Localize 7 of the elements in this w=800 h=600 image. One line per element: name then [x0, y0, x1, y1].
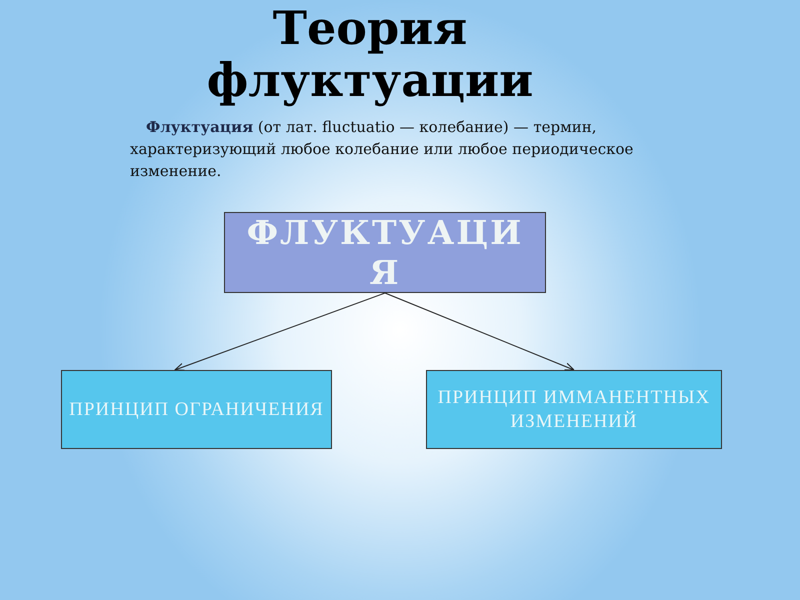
concept-box: ПРИНЦИП ОГРАНИЧЕНИЯ	[61, 370, 332, 449]
concept-box: ПРИНЦИП ИММАНЕНТНЫХ ИЗМЕНЕНИЙ	[426, 370, 722, 449]
arrow	[174, 292, 386, 371]
arrow	[384, 292, 575, 371]
slide-title: Теория флуктуации	[206, 2, 534, 106]
definition-text: Флуктуация (от лат. fluctuatio — колебание) — термин, характеризующий любое колебание или любое периодическое изменение.	[130, 117, 634, 182]
header-box: ФЛУКТУАЦИЯ	[224, 212, 546, 293]
